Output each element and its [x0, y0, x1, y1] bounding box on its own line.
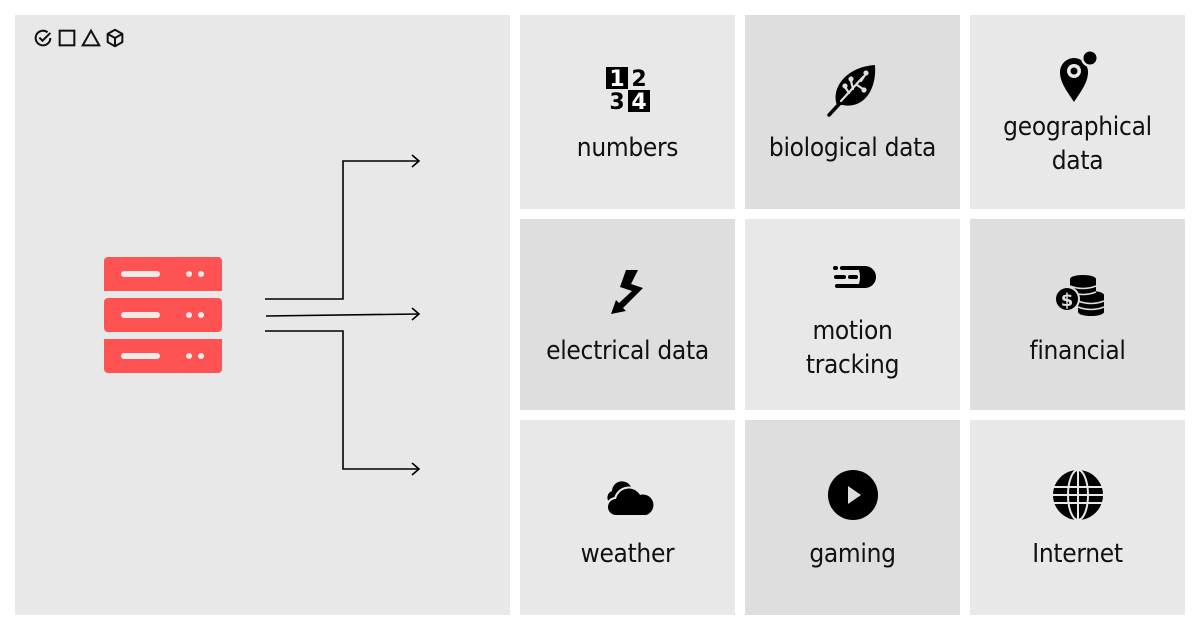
tile-label: electrical data	[546, 335, 709, 366]
square-icon	[58, 29, 76, 47]
tile-label: financial	[1029, 335, 1126, 366]
tile-label: weather	[580, 538, 675, 569]
tile-weather: weather	[520, 420, 735, 615]
tile-label: biological data	[768, 133, 937, 163]
source-panel	[15, 15, 510, 615]
tile-numbers: 1 2 3 4 numbers	[520, 15, 735, 209]
cloud-icon	[598, 465, 658, 525]
tile-internet: Internet	[970, 420, 1185, 615]
tile-biological-data: biological data	[745, 15, 960, 209]
location-pin-icon	[1048, 46, 1108, 106]
tile-label: motion tracking	[805, 315, 900, 380]
numbers-icon: 1 2 3 4	[598, 59, 658, 119]
svg-text:4: 4	[631, 90, 646, 115]
tile-electrical-data: electrical data	[520, 219, 735, 410]
tile-label: numbers	[576, 133, 679, 163]
tile-label: Internet	[1032, 538, 1123, 569]
play-icon	[823, 465, 883, 525]
check-circle-icon	[34, 29, 52, 47]
svg-text:3: 3	[609, 90, 624, 115]
svg-text:$: $	[1060, 290, 1073, 311]
tile-label: gaming	[809, 538, 896, 569]
tile-geographical-data: geographical data	[970, 15, 1185, 209]
leaf-icon	[823, 59, 883, 119]
motion-icon	[823, 248, 883, 308]
arrow-bottom	[265, 330, 421, 476]
arrow-top	[265, 154, 421, 300]
coins-icon: $	[1048, 262, 1108, 322]
logo	[32, 27, 126, 49]
server-icon	[104, 257, 222, 373]
tile-label: geographical data	[1003, 112, 1152, 176]
tile-motion-tracking: motion tracking	[745, 219, 960, 410]
tile-financial: $ financial	[970, 219, 1185, 410]
svg-text:1: 1	[609, 67, 624, 92]
cube-icon	[106, 28, 124, 48]
lightning-icon	[598, 262, 658, 322]
globe-icon	[1048, 465, 1108, 525]
triangle-icon	[81, 28, 101, 47]
svg-text:2: 2	[631, 67, 646, 92]
tile-gaming: gaming	[745, 420, 960, 615]
arrow-middle	[265, 307, 421, 321]
